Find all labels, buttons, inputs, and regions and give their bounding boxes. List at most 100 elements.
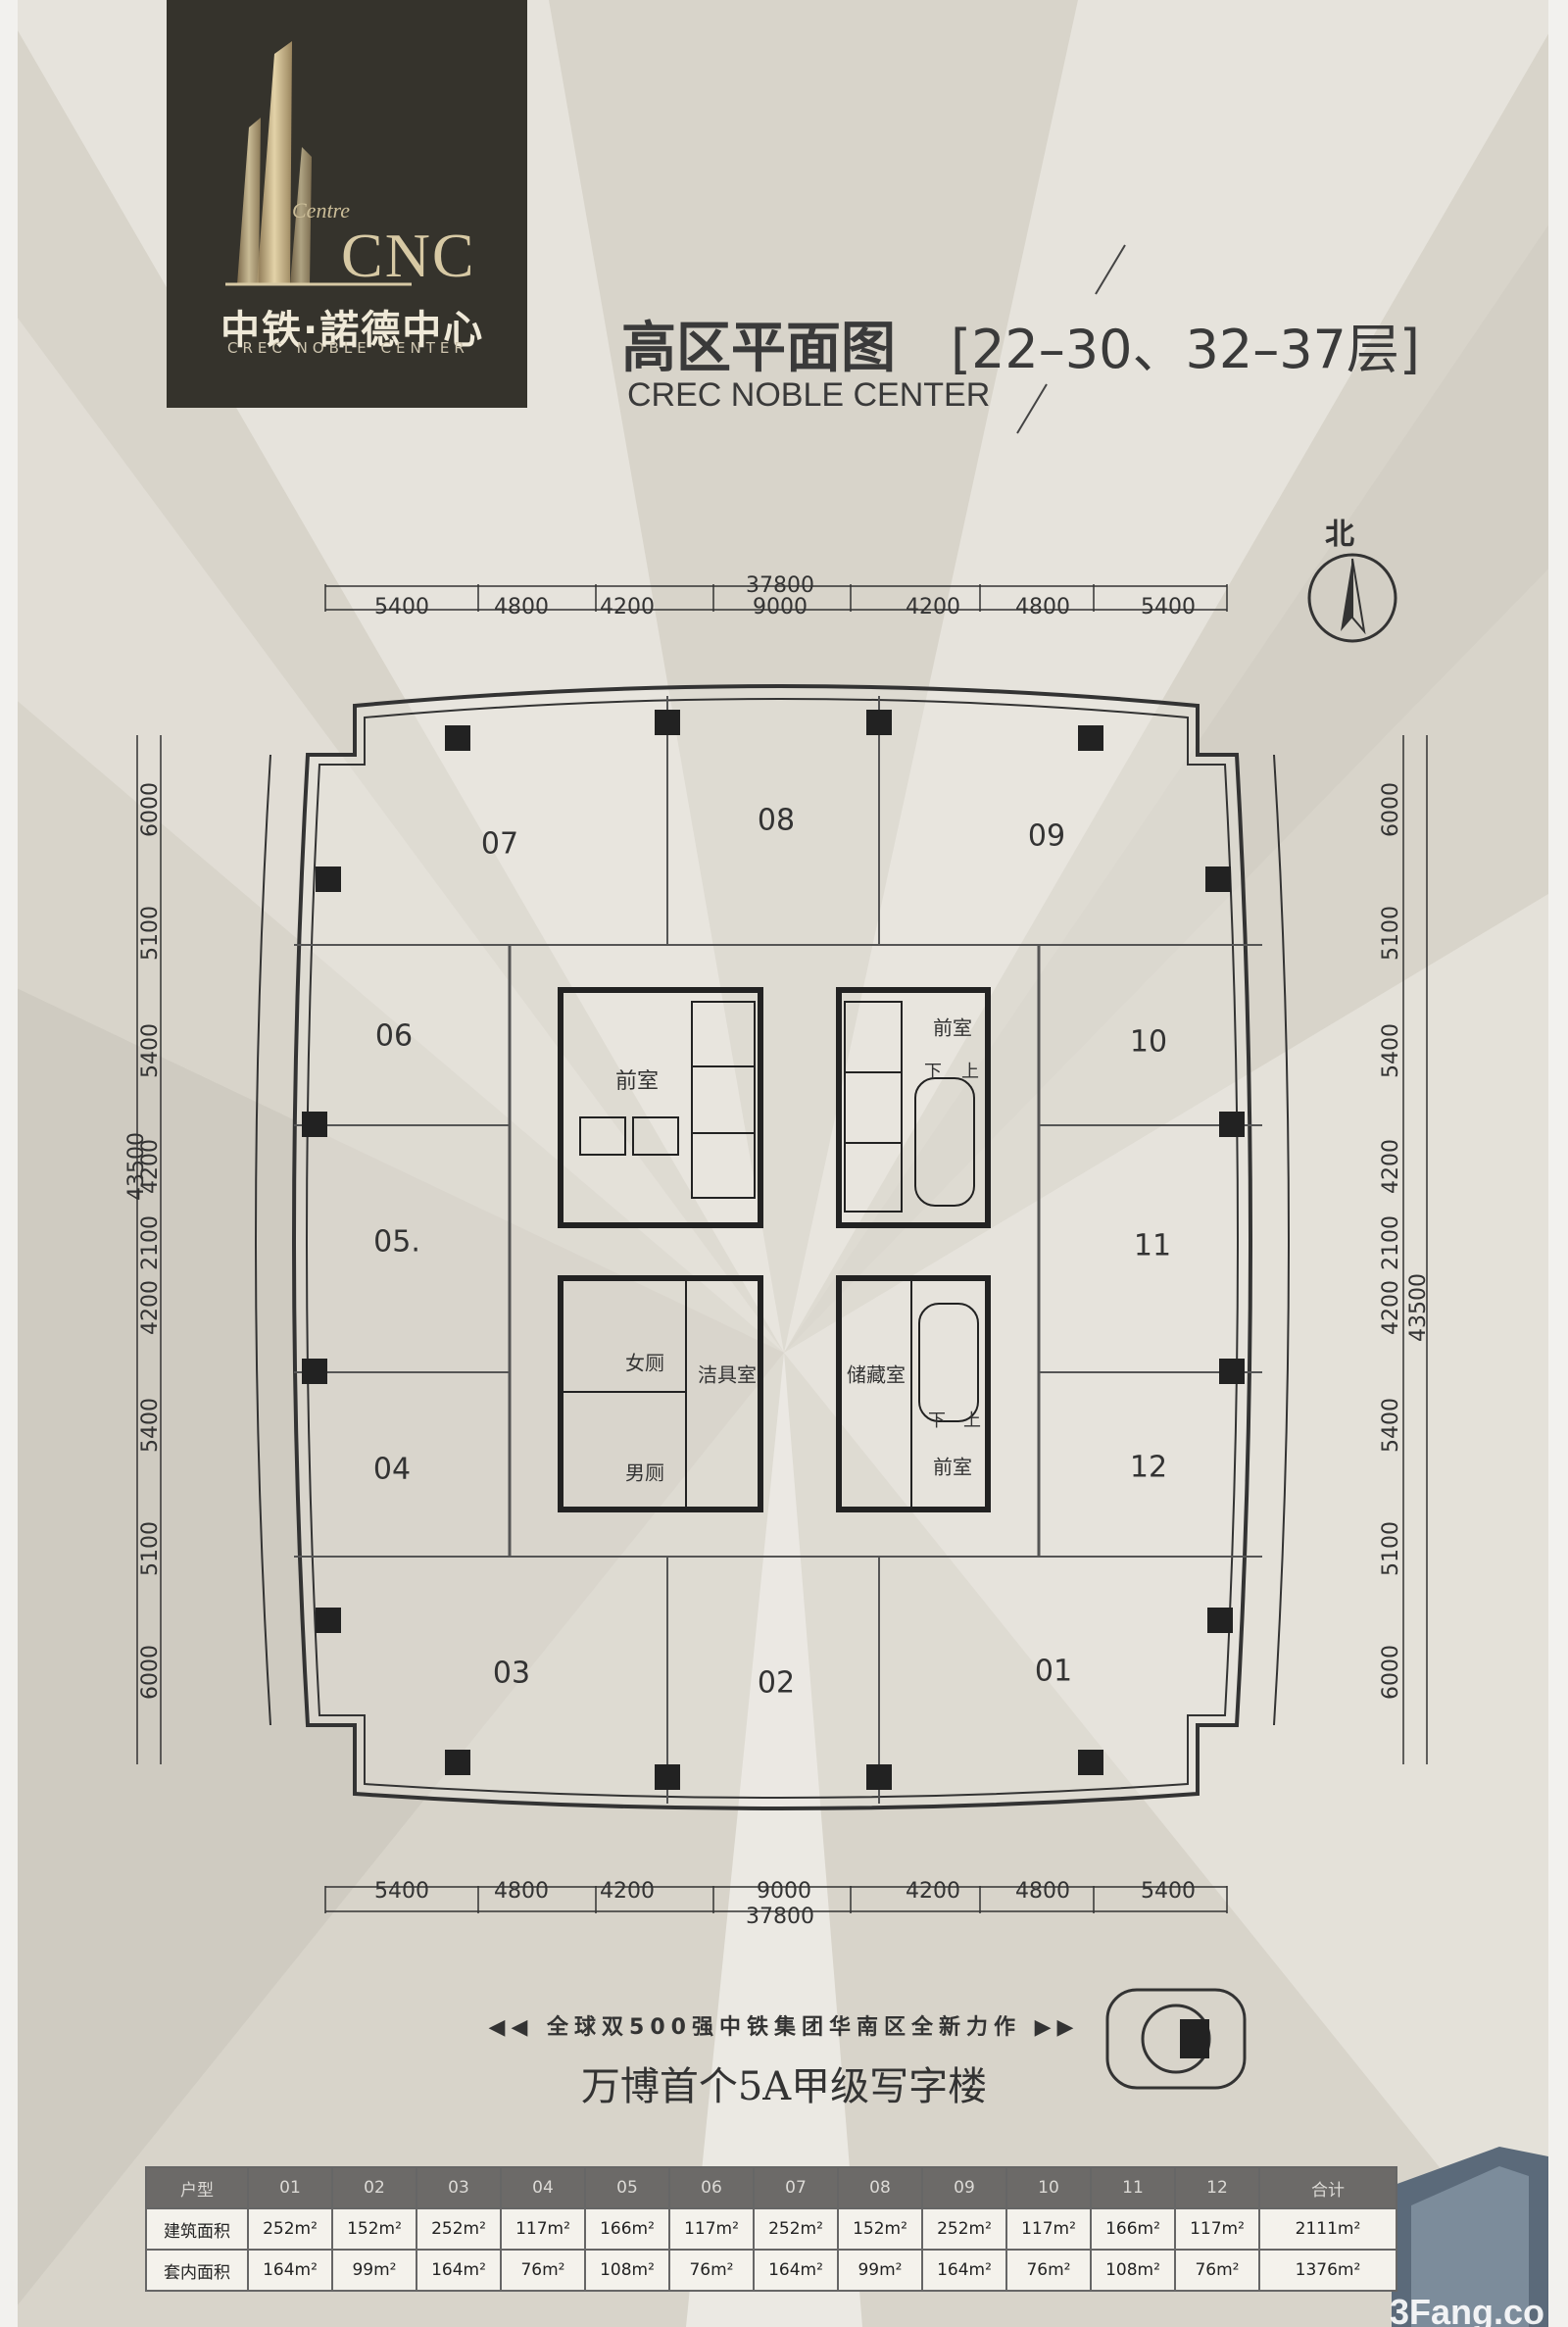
room-label-janitor: 洁具室 [698, 1363, 757, 1387]
dim-top-0: 5400 [374, 595, 429, 619]
table-cell: 252m² [921, 2207, 1007, 2251]
dim-left-8: 6000 [138, 1645, 163, 1700]
tower-logo-icon [225, 41, 412, 286]
north-label: 北 [1325, 518, 1354, 552]
dim-right-7: 5100 [1379, 1521, 1403, 1576]
dim-left-2: 5400 [138, 1023, 163, 1078]
table-cell: 1376m² [1258, 2249, 1397, 2292]
double-chevron-right-icon: ▶▶ [1020, 2015, 1080, 2040]
table-cell: 76m² [668, 2249, 755, 2292]
dim-top-3: 9000 [753, 595, 808, 619]
table-header-cell: 08 [837, 2166, 923, 2209]
watermark: 3Fang.co [1390, 2292, 1545, 2327]
room-label-lobby-c: 前室 [933, 1456, 972, 1479]
room-label-mens: 男厕 [625, 1461, 664, 1485]
tagline: 万博首个5A甲级写字楼 [580, 2064, 988, 2109]
unit-label-11: 11 [1134, 1229, 1171, 1263]
floor-range: [22–30、32–37层] [951, 319, 1420, 380]
table-cell: 152m² [331, 2207, 417, 2251]
dim-bottom-5: 4800 [1015, 1879, 1070, 1904]
room-label-lobby-b: 前室 [933, 1016, 972, 1040]
table-header-cell: 户型 [145, 2166, 249, 2209]
dim-right-total: 43500 [1406, 1273, 1431, 1342]
dim-right-3: 4200 [1379, 1139, 1403, 1194]
double-chevron-left-icon: ◀◀ [488, 2015, 548, 2040]
dim-right-0: 6000 [1379, 782, 1403, 837]
table-header-cell: 05 [584, 2166, 670, 2209]
table-header-cell: 01 [247, 2166, 333, 2209]
dim-left-4: 2100 [138, 1215, 163, 1270]
dim-left-7: 5100 [138, 1521, 163, 1576]
table-cell: 166m² [1090, 2207, 1176, 2251]
table-cell: 252m² [753, 2207, 839, 2251]
table-cell: 76m² [1174, 2249, 1260, 2292]
unit-label-08: 08 [758, 804, 795, 838]
table-cell: 2111m² [1258, 2207, 1397, 2251]
dim-left-total: 43500 [124, 1132, 149, 1201]
table-cell: 117m² [500, 2207, 586, 2251]
table-cell: 117m² [1005, 2207, 1092, 2251]
dim-bottom-4: 4200 [906, 1879, 960, 1904]
table-header-cell: 03 [416, 2166, 502, 2209]
dim-left-3: 4200 [138, 1139, 163, 1194]
key-plan-icon [1105, 1988, 1247, 2090]
table-cell: 164m² [753, 2249, 839, 2292]
table-header-cell: 11 [1090, 2166, 1176, 2209]
dimension-lines [136, 585, 1428, 1912]
brand-logo: Centre CNC 中铁·諾德中心 CREC NOBLE CENTER [167, 0, 527, 408]
dim-top-5: 4800 [1015, 595, 1070, 619]
room-label-storage: 储藏室 [847, 1363, 906, 1387]
unit-label-04: 04 [373, 1453, 411, 1487]
dim-bottom-2: 4200 [600, 1879, 655, 1904]
table-header-cell: 06 [668, 2166, 755, 2209]
table-cell: 152m² [837, 2207, 923, 2251]
table-cell: 108m² [1090, 2249, 1176, 2292]
core [558, 987, 991, 1512]
logo-brand: CNC [341, 221, 476, 290]
table-cell: 99m² [331, 2249, 417, 2292]
unit-label-02: 02 [758, 1666, 795, 1701]
dim-right-8: 6000 [1379, 1645, 1403, 1700]
unit-label-05: 05. [373, 1225, 420, 1260]
table-cell: 99m² [837, 2249, 923, 2292]
table-cell: 76m² [500, 2249, 586, 2292]
logo-script: Centre [292, 198, 351, 223]
dim-top-1: 4800 [494, 595, 549, 619]
table-cell: 164m² [921, 2249, 1007, 2292]
unit-label-07: 07 [481, 827, 518, 862]
dim-bottom-0: 5400 [374, 1879, 429, 1904]
logo-name-en: CREC NOBLE CENTER [227, 339, 469, 357]
unit-label-06: 06 [375, 1019, 413, 1054]
table-header-cell: 12 [1174, 2166, 1260, 2209]
table-header-cell: 02 [331, 2166, 417, 2209]
room-label-lobby-a: 前室 [615, 1069, 659, 1094]
room-label-stair-b-down: 下 [928, 1411, 946, 1431]
room-label-stair-a-up: 上 [961, 1062, 979, 1082]
dim-left-0: 6000 [138, 782, 163, 837]
dim-top-6: 5400 [1141, 595, 1196, 619]
page-title: 高区平面图 [621, 317, 896, 380]
table-row-label: 套内面积 [145, 2249, 249, 2292]
slogan-text: 全球双500强中铁集团华南区全新力作 [547, 2015, 1021, 2040]
dim-bottom-3: 9000 [757, 1879, 811, 1904]
table-cell: 76m² [1005, 2249, 1092, 2292]
table-cell: 108m² [584, 2249, 670, 2292]
unit-label-01: 01 [1035, 1655, 1072, 1689]
dim-left-1: 5100 [138, 906, 163, 961]
table-cell: 252m² [247, 2207, 333, 2251]
structural-columns [302, 710, 1245, 1790]
table-cell: 117m² [668, 2207, 755, 2251]
table-header-cell: 07 [753, 2166, 839, 2209]
dim-top-4: 4200 [906, 595, 960, 619]
table-header-cell: 04 [500, 2166, 586, 2209]
table-cell: 164m² [416, 2249, 502, 2292]
table-cell: 164m² [247, 2249, 333, 2292]
dim-right-4: 2100 [1379, 1215, 1403, 1270]
